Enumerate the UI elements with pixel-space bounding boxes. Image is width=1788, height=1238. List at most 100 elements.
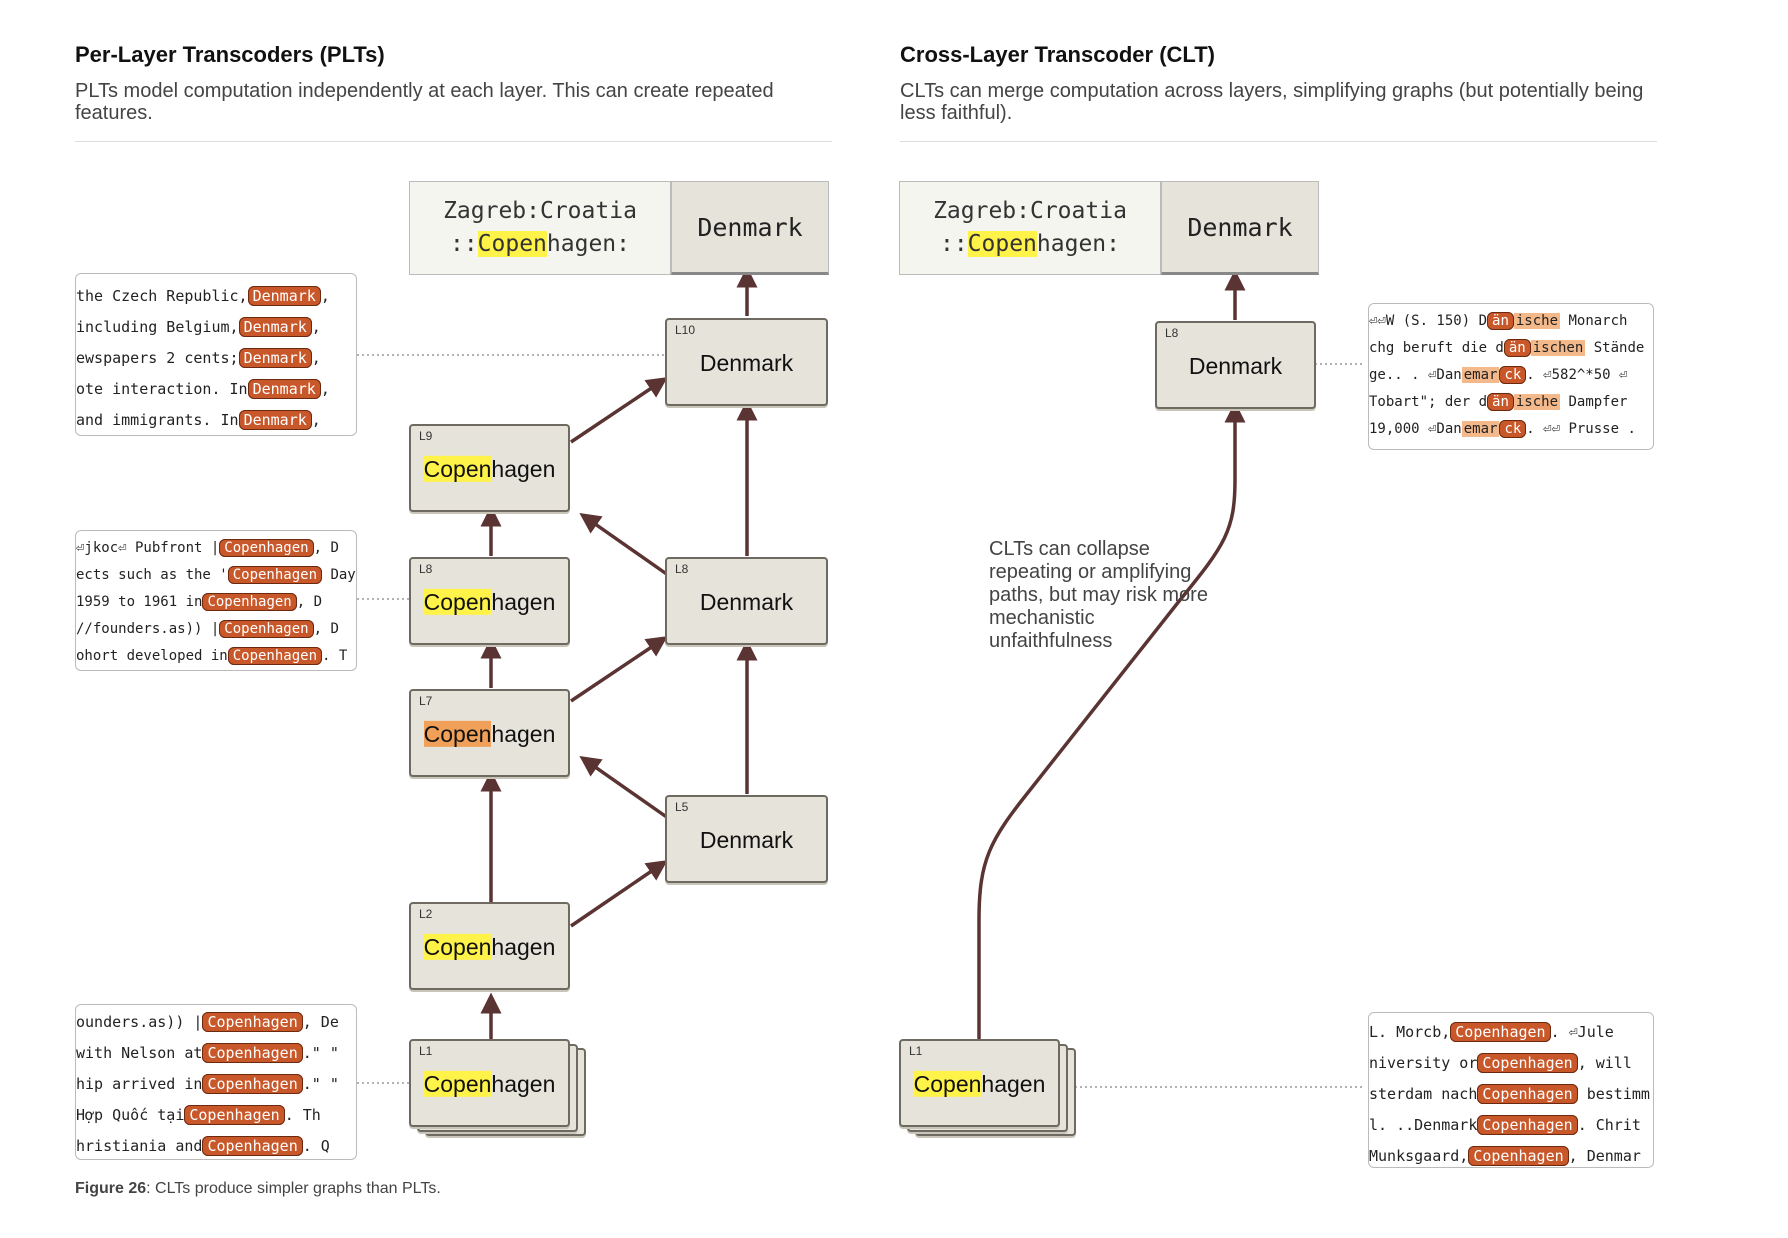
- ctx-token-secondary: ische: [1513, 313, 1561, 329]
- ctx-pre-text: ⏎jkoc⏎ Pubfront |: [76, 540, 220, 556]
- ctx-post-text: , D: [296, 594, 323, 610]
- ctx-token: Copenhagen: [202, 1074, 303, 1094]
- prompt-highlight: Copen: [477, 231, 547, 257]
- node-label: Denmark: [699, 588, 794, 615]
- ctx-token: än: [1503, 339, 1531, 357]
- prompt-prefix: ::: [449, 231, 478, 257]
- plt-title: Per-Layer Transcoders (PLTs): [75, 42, 385, 67]
- plt-node-copenhagen-l7[interactable]: L7 Copenhagen: [409, 689, 570, 777]
- edge-d8-l8: [579, 512, 670, 577]
- edge-d5-l7: [579, 755, 670, 820]
- ctx-row: //founders.as)) |Copenhagen, D: [76, 616, 356, 643]
- clt-subtitle: CLTs can merge computation across layers…: [900, 80, 1644, 124]
- layer-label: L2: [419, 907, 433, 921]
- plt-node-denmark-l5[interactable]: L5 Denmark: [665, 795, 828, 883]
- ctx-token: Copenhagen: [202, 1043, 303, 1063]
- ctx-row: ounders.as)) |Copenhagen, De: [76, 1007, 356, 1038]
- plt-subtitle: PLTs model computation independently at …: [75, 80, 774, 124]
- token-rest: hagen: [491, 588, 556, 615]
- clt-node-copenhagen-l1[interactable]: L1 Copenhagen: [899, 1039, 1060, 1127]
- ctx-token: än: [1487, 393, 1514, 411]
- ctx-pre-text: Hợp Quốc tại: [76, 1106, 185, 1124]
- ctx-pre-text: with Nelson at: [76, 1044, 203, 1062]
- ctx-token: Denmark: [247, 379, 321, 399]
- plt-node-denmark-l10[interactable]: L10 Denmark: [665, 318, 828, 406]
- layer-label: L1: [909, 1044, 923, 1058]
- ctx-post-text: ,: [311, 411, 321, 429]
- ctx-post-text: ,: [311, 318, 321, 336]
- ctx-token: Denmark: [247, 286, 321, 306]
- ctx-post-text: bestimm: [1577, 1085, 1650, 1103]
- ctx-row: ⏎jkoc⏎ Pubfront |Copenhagen, D: [76, 535, 356, 562]
- edge-l2-d5: [570, 860, 668, 928]
- node-label: Copenhagen: [411, 455, 568, 483]
- ctx-post-text: ,: [320, 380, 330, 398]
- token-highlight: Copen: [423, 1070, 492, 1097]
- ctx-post-text: ." ": [302, 1044, 339, 1062]
- ctx-token: Denmark: [238, 317, 312, 337]
- clt-node-denmark-l8[interactable]: L8 Denmark: [1155, 321, 1316, 409]
- edge-clt-l1-l8: [977, 401, 1246, 1040]
- ctx-token: ck: [1499, 420, 1527, 438]
- prompt-highlight: Copen: [967, 231, 1037, 257]
- prompt-prefix: ::: [939, 231, 968, 257]
- node-label: Copenhagen: [901, 1070, 1058, 1098]
- plt-node-copenhagen-l8[interactable]: L8 Copenhagen: [409, 557, 570, 645]
- plt-node-copenhagen-l9[interactable]: L9 Copenhagen: [409, 424, 570, 512]
- ctx-post-text: . ⏎582^*50 ⏎: [1526, 367, 1628, 383]
- clt-title: Cross-Layer Transcoder (CLT): [900, 42, 1216, 67]
- ctx-token: Copenhagen: [1468, 1146, 1569, 1166]
- node-label: Copenhagen: [411, 1070, 568, 1098]
- node-label: Denmark: [699, 349, 794, 376]
- clt-output-token: Denmark: [1161, 181, 1319, 275]
- ctx-post-text: . ⏎⏎ Prusse .: [1526, 421, 1636, 437]
- ctx-pre-text: hristiania and: [76, 1137, 203, 1155]
- plt-node-denmark-l8[interactable]: L8 Denmark: [665, 557, 828, 645]
- layer-label: L8: [419, 562, 433, 576]
- caption-label: Figure 26: [75, 1180, 147, 1197]
- ctx-pre-text: sterdam nach: [1369, 1085, 1478, 1103]
- plt-prompt-line2: ::Copenhagen:: [410, 228, 670, 261]
- ctx-token: Copenhagen: [1477, 1115, 1578, 1135]
- token-rest: hagen: [491, 720, 556, 747]
- clt-divider: [900, 141, 1657, 142]
- ctx-token: Copenhagen: [227, 566, 323, 584]
- ctx-pre-text: niversity or: [1369, 1054, 1478, 1072]
- plt-node-copenhagen-l1[interactable]: L1 Copenhagen: [409, 1039, 570, 1127]
- ctx-row: ects such as the 'Copenhagen Day: [76, 562, 356, 589]
- clt-annotation: CLTs can collapse repeating or amplifyin…: [989, 538, 1208, 652]
- ctx-post-text: ,: [320, 287, 330, 305]
- node-label: Denmark: [1188, 352, 1283, 379]
- ctx-post-text: ,: [311, 349, 321, 367]
- token-highlight: Copen: [423, 933, 492, 960]
- layer-label: L8: [675, 562, 689, 576]
- ctx-row: the Czech Republic,Denmark,: [76, 281, 356, 312]
- node-label: Copenhagen: [411, 720, 568, 748]
- ctx-pre-text: ge.. . ⏎Dan: [1369, 367, 1462, 383]
- plt-divider: [75, 141, 832, 142]
- ctx-token: Copenhagen: [202, 1012, 303, 1032]
- ctx-pre-text: //founders.as)) |: [76, 621, 220, 637]
- ctx-pre-text: chg beruft die d: [1369, 340, 1504, 356]
- ctx-token: Copenhagen: [219, 539, 314, 557]
- clt-prompt-line2: ::Copenhagen:: [900, 228, 1160, 261]
- plt-node-copenhagen-l2[interactable]: L2 Copenhagen: [409, 902, 570, 990]
- ctx-row: including Belgium,Denmark,: [76, 312, 356, 343]
- ctx-token: Copenhagen: [202, 1136, 303, 1156]
- ctx-token: Denmark: [238, 348, 312, 368]
- ctx-pre-text: hip arrived in: [76, 1075, 203, 1093]
- ctx-pre-text: ounders.as)) |: [76, 1013, 203, 1031]
- ctx-token: Copenhagen: [1477, 1053, 1578, 1073]
